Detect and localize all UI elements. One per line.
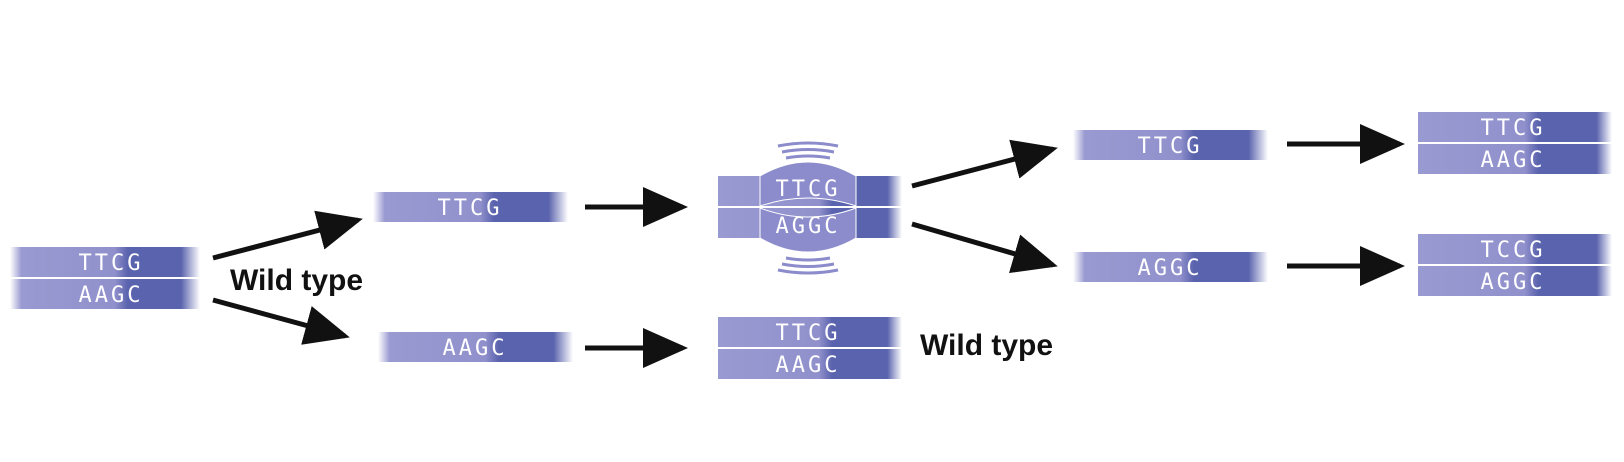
separated-strand-bottom: AGGC (1073, 252, 1268, 282)
wildtype-product-top-sequence: TTCG (776, 321, 841, 346)
arrow-parent-to-top (212, 210, 363, 261)
parent-bottom-sequence: AAGC (79, 283, 144, 308)
wildtype-product-duplex: TTCG AAGC (718, 317, 902, 379)
arrow-mismatch-to-top (911, 139, 1058, 189)
wildtype-product-label: Wild type (920, 329, 1053, 362)
arrow-mismatch-to-bottom (911, 221, 1058, 274)
parent-duplex: TTCG AAGC (10, 247, 200, 309)
mismatch-duplex: TTCG AGGC (718, 141, 902, 275)
parent-bottom-strand (10, 279, 200, 309)
outcome-bottom-duplex: TCCG AGGC (1418, 234, 1612, 296)
parent-top-strand (10, 247, 200, 277)
separated-strand-top-sequence: TTCG (1138, 134, 1203, 159)
outcome-bottom-bottom-sequence: AGGC (1481, 270, 1546, 295)
single-strand-top: TTCG (373, 192, 568, 222)
separated-strand-bottom-sequence: AGGC (1138, 256, 1203, 281)
single-strand-bottom-sequence: AAGC (443, 336, 508, 361)
arrow-parent-to-bottom (212, 297, 350, 345)
outcome-top-top-sequence: TTCG (1481, 116, 1546, 141)
parent-top-sequence: TTCG (79, 251, 144, 276)
outcome-top-duplex: TTCG AAGC (1418, 112, 1612, 174)
outcome-bottom-top-sequence: TCCG (1481, 238, 1546, 263)
wildtype-product-bottom-sequence: AAGC (776, 353, 841, 378)
mismatch-bottom-sequence: AGGC (776, 214, 841, 239)
separated-strand-top: TTCG (1073, 130, 1268, 160)
single-strand-bottom: AAGC (378, 332, 573, 362)
parent-label: Wild type (230, 264, 363, 297)
outcome-top-bottom-sequence: AAGC (1481, 148, 1546, 173)
mismatch-top-sequence: TTCG (776, 177, 841, 202)
single-strand-top-sequence: TTCG (438, 196, 503, 221)
